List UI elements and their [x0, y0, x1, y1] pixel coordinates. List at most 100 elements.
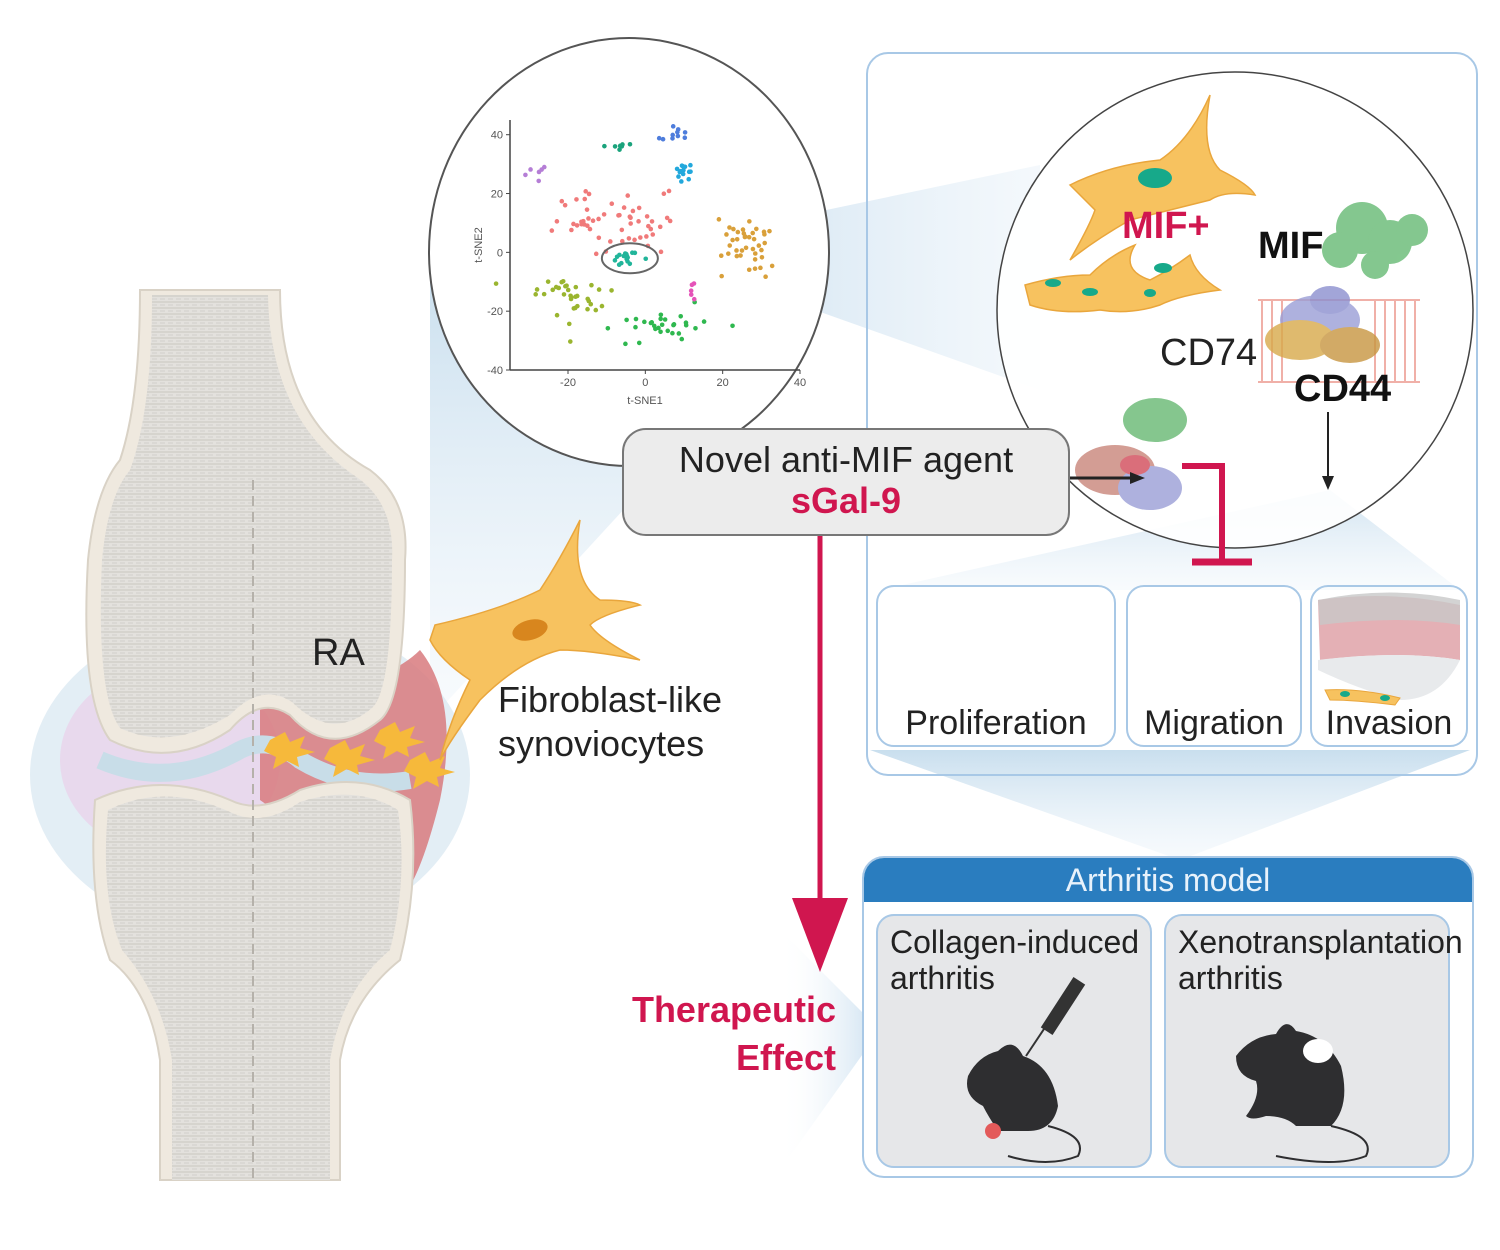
- tsne-point-salmon: [638, 235, 643, 240]
- tsne-point-green: [649, 320, 655, 325]
- tsne-point-orange: [756, 243, 762, 248]
- x-tick-label: -20: [560, 377, 576, 389]
- tsne-point-salmon: [649, 219, 655, 224]
- therapeutic-arrow-head: [792, 898, 848, 972]
- tsne-point-orange: [769, 263, 775, 269]
- tsne-point-blue: [670, 124, 676, 129]
- tsne-point-salmon: [574, 197, 579, 202]
- tsne-point-olive: [566, 321, 572, 327]
- tsne-point-orange: [726, 251, 731, 256]
- tsne-point-green: [633, 316, 639, 322]
- tsne-point-salmon: [584, 207, 590, 212]
- tsne-point-olive: [589, 282, 594, 288]
- tsne-point-green: [683, 320, 689, 326]
- mif-positive-label: MIF+: [1122, 205, 1210, 247]
- agent-title: Novel anti-MIF agent: [678, 439, 1014, 480]
- tsne-point-pink: [691, 296, 697, 302]
- mouse-xenograft-icon: [1236, 1024, 1369, 1163]
- tsne-point-olive: [534, 287, 540, 292]
- tsne-point-teal-highlighted: [624, 251, 629, 257]
- tsne-point-green: [662, 317, 668, 322]
- tsne-point-salmon: [609, 201, 615, 207]
- tsne-point-green: [678, 314, 684, 319]
- effect-migration: Migration: [1126, 585, 1302, 747]
- agent-name: sGal-9: [790, 480, 902, 521]
- tsne-point-green: [693, 325, 698, 331]
- tsne-point-salmon: [601, 212, 607, 217]
- tsne-point-teal-highlighted: [625, 259, 630, 264]
- tsne-point-salmon: [658, 249, 664, 255]
- fls-label: Fibroblast-like synoviocytes: [498, 678, 722, 766]
- tsne-point-blue: [660, 136, 666, 142]
- therapeutic-line2: Effect: [735, 1037, 836, 1078]
- tsne-point-olive: [561, 292, 567, 297]
- tsne-point-salmon: [617, 212, 622, 218]
- tsne-point-teal-highlighted: [632, 250, 638, 256]
- model-card-title: Collagen-induced arthritis: [890, 924, 1139, 996]
- tsne-point-salmon: [661, 191, 667, 197]
- tsne-point-green: [676, 331, 682, 336]
- tsne-point-teal-highlighted: [643, 256, 649, 262]
- tsne-point-orange: [759, 247, 764, 253]
- tsne-point-salmon: [574, 223, 580, 228]
- tsne-point-salmon: [632, 237, 637, 243]
- tsne-point-green: [605, 325, 611, 331]
- tsne-point-orange: [746, 234, 752, 240]
- mif-positive-cells: [1024, 94, 1257, 313]
- tsne-point-green: [670, 330, 675, 336]
- tsne-point-purple: [536, 169, 542, 175]
- tsne-point-salmon: [626, 236, 632, 241]
- tsne-point-cyan: [686, 169, 692, 175]
- tsne-point-orange: [743, 245, 749, 251]
- y-tick-label: 20: [491, 189, 503, 201]
- knee-joint-illustration: [30, 289, 470, 1181]
- tsne-point-dark-teal: [617, 147, 622, 152]
- tsne-point-salmon: [586, 191, 592, 197]
- tsne-point-teal-highlighted: [617, 252, 622, 258]
- tsne-point-orange: [734, 253, 740, 259]
- joint-label: RA: [312, 632, 365, 674]
- tsne-point-salmon: [627, 214, 633, 220]
- tsne-point-blue: [682, 135, 688, 141]
- tsne-point-olive: [585, 296, 591, 302]
- tsne-point-salmon: [593, 251, 599, 257]
- tsne-point-pink: [688, 288, 694, 294]
- tsne-point-orange: [751, 236, 757, 242]
- tsne-point-green: [651, 323, 657, 329]
- tsne-point-blue: [682, 130, 688, 135]
- cd44-label: CD44: [1294, 368, 1392, 410]
- tsne-point-salmon: [667, 218, 673, 224]
- tsne-point-orange: [762, 240, 768, 246]
- tsne-point-dark-teal: [627, 141, 633, 147]
- tsne-point-orange: [735, 229, 741, 235]
- tsne-point-salmon: [596, 216, 601, 222]
- tsne-point-orange: [767, 228, 772, 234]
- model-card-line1: Xenotransplantation: [1178, 924, 1463, 960]
- tsne-point-olive: [541, 291, 547, 297]
- tsne-point-salmon: [636, 205, 642, 211]
- cd74-label: CD74: [1160, 332, 1258, 374]
- tsne-circle: [428, 37, 830, 467]
- tsne-point-dark-teal: [619, 144, 625, 149]
- agent-box: Novel anti-MIF agent sGal-9: [622, 428, 1070, 536]
- x-axis-label: t-SNE1: [627, 395, 662, 407]
- tsne-point-orange: [752, 257, 758, 262]
- tsne-point-cyan: [682, 164, 688, 170]
- tsne-point-salmon: [583, 189, 588, 194]
- tsne-point-olive: [493, 281, 499, 286]
- tsne-point-olive: [571, 306, 577, 311]
- arthritis-model-title: Arthritis model: [864, 858, 1472, 902]
- tsne-point-salmon: [619, 227, 625, 233]
- tsne-point-purple: [528, 167, 533, 172]
- fls-label-line2: synoviocytes: [498, 723, 705, 764]
- effect-label: Invasion: [1325, 704, 1453, 742]
- tsne-point-green: [624, 317, 629, 323]
- tsne-point-olive: [545, 279, 551, 284]
- tsne-point-green: [671, 322, 676, 328]
- tsne-point-salmon: [646, 223, 651, 229]
- tsne-point-teal-highlighted: [616, 262, 622, 268]
- tsne-point-olive: [599, 303, 605, 309]
- tsne-point-salmon: [666, 188, 672, 194]
- tsne-point-green: [642, 319, 647, 325]
